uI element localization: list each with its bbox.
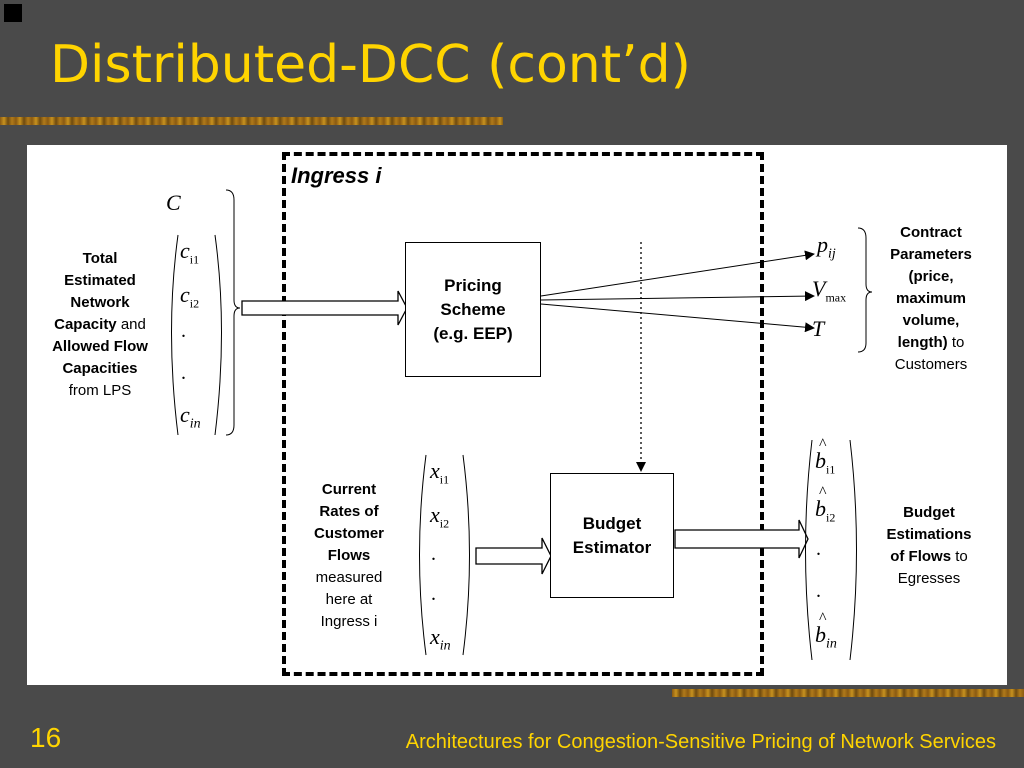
capacity-entry: cin — [180, 402, 201, 432]
length-symbol-T: T — [812, 316, 825, 341]
ellipsis-dot: . — [431, 583, 436, 605]
budget-to-estimates-arrow — [674, 519, 809, 559]
price-symbol: pij — [817, 232, 836, 262]
rate-entry: xi1 — [430, 458, 450, 487]
budget-vector-right-paren — [849, 439, 857, 661]
contract-params-brace — [857, 227, 873, 353]
capacity-symbol-C: C — [166, 190, 181, 215]
budget-estimator-box: Budget Estimator — [550, 473, 674, 598]
pricing-box-line: (e.g. EEP) — [433, 323, 513, 343]
contract-parameters-label: Contract Parameters (price, maximum volu… — [890, 224, 972, 373]
ellipsis-dot: . — [816, 580, 821, 602]
corner-marker — [4, 4, 22, 22]
title-underline-bar — [0, 117, 503, 125]
capacity-vector-right-brace — [225, 189, 241, 436]
pricing-to-price-arrow — [540, 250, 815, 297]
pricing-box-line: Pricing — [444, 275, 502, 295]
ingress-label: Ingress i — [291, 163, 382, 188]
ellipsis-dot: . — [181, 362, 186, 384]
rates-to-budget-arrow — [475, 537, 552, 575]
rate-entry: xi2 — [430, 502, 450, 531]
budget-box-line: Estimator — [572, 537, 652, 557]
current-rates-label: Current Rates of Customer Flows measured… — [313, 481, 384, 630]
rates-vector-right-paren — [462, 454, 470, 656]
capacity-entry: ci1 — [180, 238, 200, 267]
total-capacity-label: Total Estimated Network Capacity and All… — [52, 250, 148, 399]
rate-entry: xin — [430, 624, 451, 654]
budget-estimations-label: Budget Estimations of Flows to Egresses — [886, 504, 972, 587]
budget-estimate-entry: bi1 — [815, 436, 835, 477]
budget-estimate-entry: bi2 — [815, 484, 835, 525]
budget-box-line: Budget — [582, 513, 642, 533]
budget-vector-left-paren — [805, 439, 813, 661]
ellipsis-dot: . — [816, 538, 821, 560]
rates-vector-left-paren — [419, 454, 427, 656]
footer-text: Architectures for Congestion-Sensitive P… — [405, 731, 996, 753]
ellipsis-dot: . — [431, 543, 436, 565]
pricing-box-line: Scheme — [440, 299, 506, 319]
slide-title: Distributed-DCC (cont’d) — [50, 35, 691, 95]
page-number: 16 — [30, 722, 62, 753]
ellipsis-dot: . — [181, 320, 186, 342]
budget-estimate-entry: bin — [815, 610, 837, 652]
pricing-scheme-box: Pricing Scheme (e.g. EEP) — [405, 242, 541, 377]
footer-decor-bar — [672, 689, 1024, 697]
diagram-panel — [27, 145, 1007, 685]
pricing-to-length-arrow — [540, 303, 815, 333]
pricing-to-vmax-arrow — [540, 291, 815, 302]
ingress-region-border — [282, 152, 764, 676]
capacity-vector-right-paren — [214, 234, 222, 436]
capacity-entry: ci2 — [180, 282, 200, 311]
capacity-to-pricing-arrow — [241, 290, 408, 326]
capacity-vector-left-paren — [171, 234, 179, 436]
vmax-symbol: Vmax — [812, 276, 847, 305]
